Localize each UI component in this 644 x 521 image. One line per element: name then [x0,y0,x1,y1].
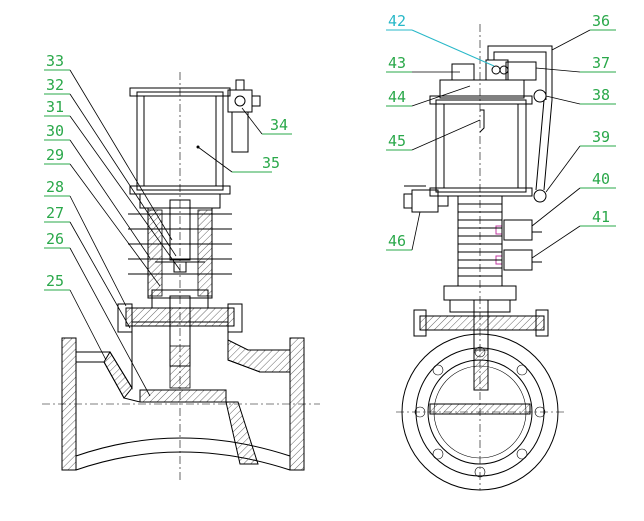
left-callouts [44,69,292,397]
callout-36: 36 [592,12,610,30]
air-pipe [487,45,553,100]
callout-40: 40 [592,170,610,188]
pipe-fitting-39 [533,189,547,203]
limit-switch-41 [503,249,533,271]
callout-32: 32 [46,76,64,94]
actuator-cylinder-side [435,99,527,193]
pipe-fitting-38 [533,89,547,103]
callout-33: 33 [46,52,64,70]
callout-46: 46 [388,232,406,250]
callout-35: 35 [262,154,280,172]
air-filter-regulator [227,79,261,153]
callout-26: 26 [46,230,64,248]
callout-34: 34 [270,116,288,134]
callout-27: 27 [46,204,64,222]
left-section-view: 33 32 31 30 29 28 27 26 25 35 34 [42,52,320,480]
limit-switches [495,219,542,271]
right-callouts [386,29,616,259]
callout-41: 41 [592,208,610,226]
callout-45: 45 [388,132,406,150]
actuator-cylinder [136,91,224,191]
callout-30: 30 [46,122,64,140]
callout-29: 29 [46,146,64,164]
side-valve-46 [403,185,449,213]
cylinder-top-cap [129,87,231,97]
callout-28: 28 [46,178,64,196]
callout-31: 31 [46,98,64,116]
callout-25: 25 [46,272,64,290]
callout-37: 37 [592,54,610,72]
right-side-view: 42 43 44 45 46 36 37 38 39 40 41 [386,12,616,491]
callout-39: 39 [592,128,610,146]
valve-body [42,321,320,471]
callout-43: 43 [388,54,406,72]
callout-42: 42 [388,12,406,30]
bonnet-flange-side [419,315,545,331]
solenoid-valve [439,59,537,99]
flange-face [396,333,566,491]
callout-44: 44 [388,88,406,106]
limit-switch-40 [503,219,533,241]
callout-38: 38 [592,86,610,104]
